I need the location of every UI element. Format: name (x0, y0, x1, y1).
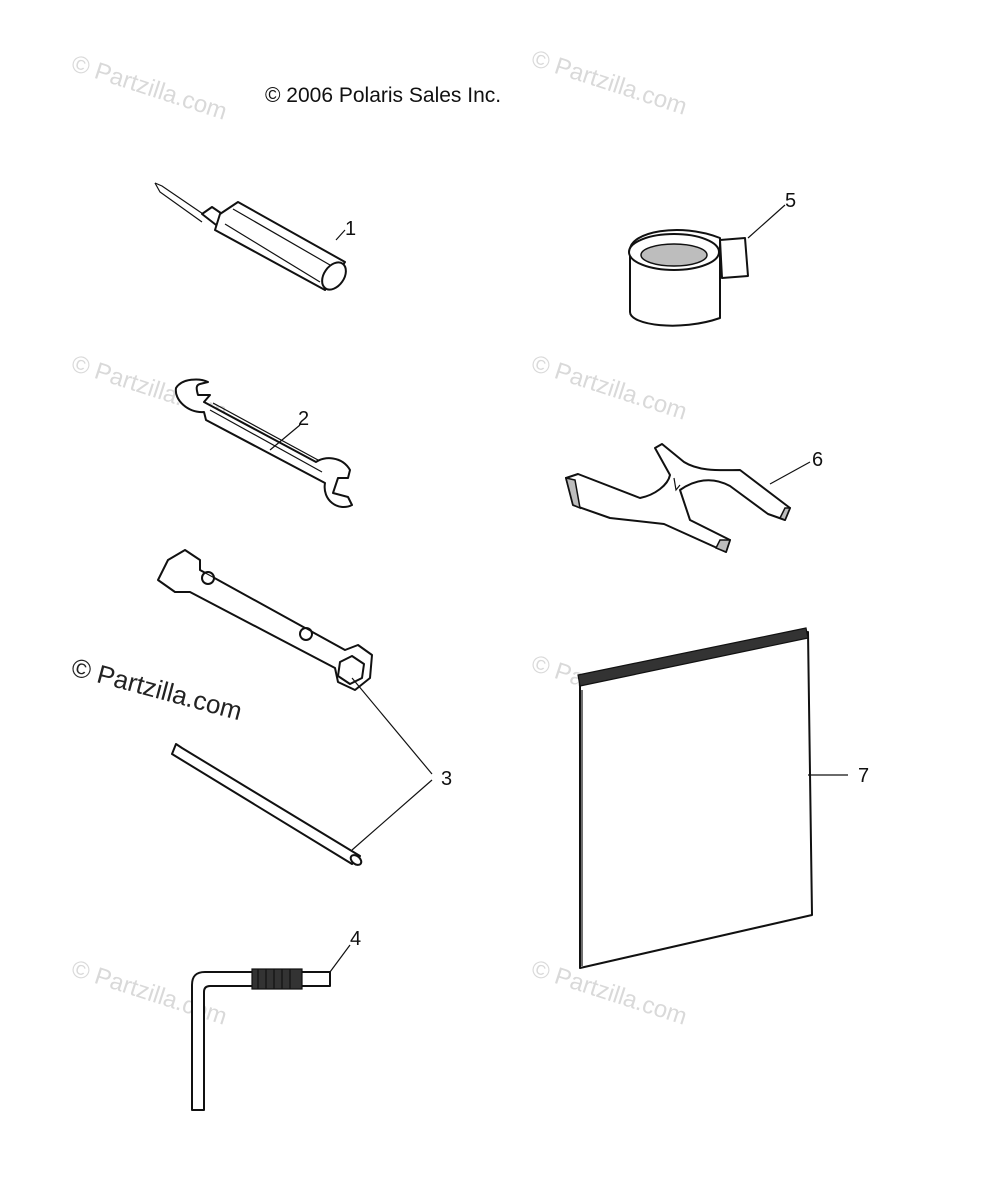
tommy-bar-icon (171, 743, 363, 866)
copyright-text: © 2006 Polaris Sales Inc. (265, 84, 501, 107)
callout-1: 1 (345, 218, 356, 240)
tube-socket-wrench-icon (157, 549, 373, 691)
hex-key-icon (191, 968, 331, 1111)
watermark: © Partzilla.com (68, 955, 230, 1031)
callout-2: 2 (298, 408, 309, 430)
screwdriver-icon (154, 182, 347, 291)
callout-7: 7 (858, 765, 869, 787)
open-end-wrench-icon (174, 378, 353, 508)
spanner-tool-icon (564, 443, 792, 553)
watermark: © Partzilla.com (528, 350, 690, 426)
callout-6: 6 (812, 449, 823, 471)
watermark-prominent: © Partzilla.com (68, 652, 245, 726)
callout-3: 3 (441, 768, 452, 790)
strap-roll-icon (628, 228, 749, 327)
watermark: © Partzilla.com (68, 50, 230, 126)
callout-5: 5 (785, 190, 796, 212)
watermark: © Partzilla.com (528, 955, 690, 1031)
watermark: © Partzilla.com (528, 45, 690, 121)
callout-4: 4 (350, 928, 361, 950)
owners-manual-icon (577, 627, 813, 969)
